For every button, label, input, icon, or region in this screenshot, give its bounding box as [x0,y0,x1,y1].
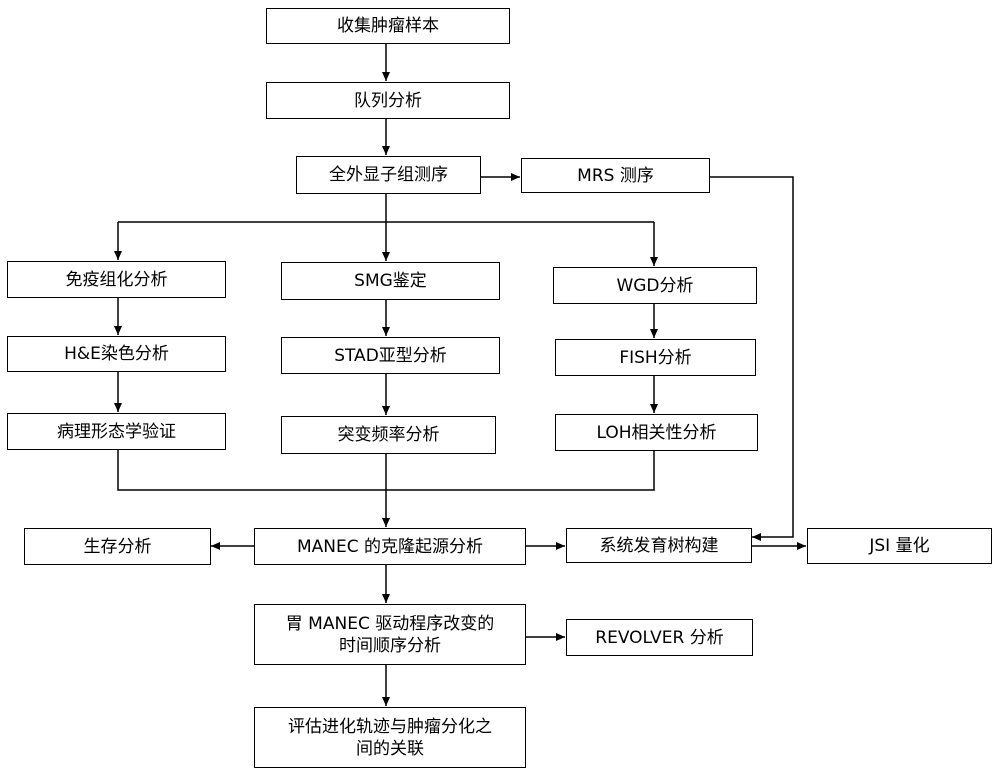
node-ihc-analysis: 免疫组化分析 [7,261,226,298]
node-label: 免疫组化分析 [65,269,168,290]
node-label: MANEC 的克隆起源分析 [296,536,484,557]
node-wgd-analysis: WGD分析 [553,267,757,304]
node-manec-clonal-origin-analysis: MANEC 的克隆起源分析 [254,528,526,565]
node-label: 全外显子组测序 [329,165,448,185]
node-mrs-sequencing: MRS 测序 [521,158,710,193]
node-label: FISH分析 [619,347,692,368]
node-phylogenetic-tree-construction: 系统发育树构建 [566,528,752,563]
node-label: SMG鉴定 [354,271,427,291]
node-label: REVOLVER 分析 [595,627,724,648]
node-smg-identification: SMG鉴定 [281,262,500,300]
connector-mrs-phylo [710,176,794,541]
node-survival-analysis: 生存分析 [24,528,211,565]
node-label: LOH相关性分析 [596,422,717,443]
node-evolution-trajectory-evaluation: 评估进化轨迹与肿瘤分化之间的关联 [254,707,526,768]
node-label-line1: 评估进化轨迹与肿瘤分化之 [288,716,492,737]
node-label: 突变频率分析 [337,425,440,445]
node-label: 队列分析 [354,90,422,111]
node-stad-subtype-analysis: STAD亚型分析 [281,337,500,374]
node-collect-tumor-samples: 收集肿瘤样本 [266,8,510,44]
node-label: 系统发育树构建 [599,535,719,556]
node-label-line2: 时间顺序分析 [339,635,441,656]
node-label: WGD分析 [616,275,694,296]
node-pathology-validation: 病理形态学验证 [7,413,226,450]
node-whole-exome-sequencing: 全外显子组测序 [296,156,481,194]
node-he-staining-analysis: H&E染色分析 [7,336,226,372]
node-fish-analysis: FISH分析 [555,339,756,376]
node-label: H&E染色分析 [64,344,169,364]
node-label: MRS 测序 [577,165,654,186]
node-cohort-analysis: 队列分析 [266,82,510,119]
node-mutation-frequency-analysis: 突变频率分析 [281,416,496,454]
node-loh-correlation-analysis: LOH相关性分析 [555,414,758,451]
node-label: STAD亚型分析 [334,345,447,366]
node-jsi-quantification: JSI 量化 [807,528,992,564]
node-label-line2: 间的关联 [356,738,424,759]
node-driver-timing-analysis: 胃 MANEC 驱动程序改变的时间顺序分析 [254,604,526,665]
node-label-line1: 胃 MANEC 驱动程序改变的 [285,613,495,634]
node-label: 收集肿瘤样本 [337,16,439,36]
node-label: 病理形态学验证 [57,421,176,442]
node-revolver-analysis: REVOLVER 分析 [566,619,753,656]
node-label: 生存分析 [83,536,152,557]
node-label: JSI 量化 [869,536,930,556]
